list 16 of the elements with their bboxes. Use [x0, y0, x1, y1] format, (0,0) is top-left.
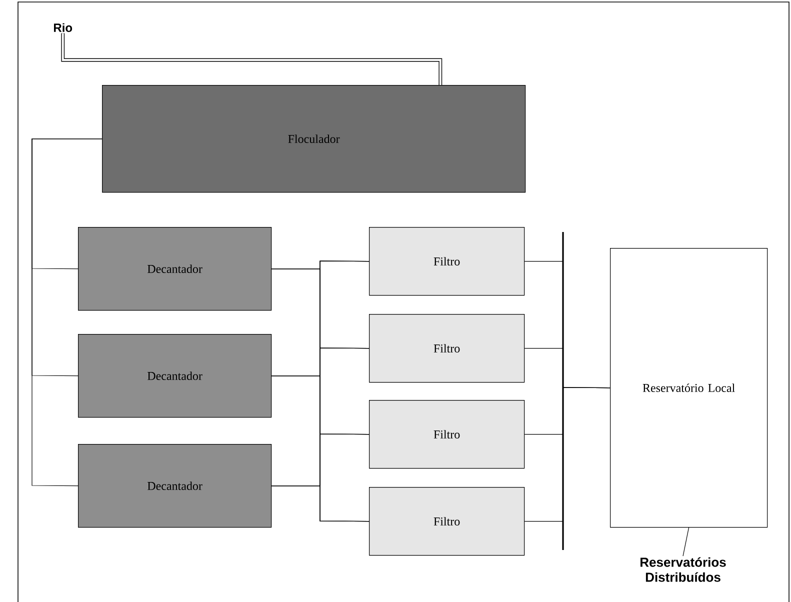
process-box: Decantador — [78, 227, 272, 311]
connector-line — [682, 527, 690, 556]
connector-line — [61, 33, 442, 85]
text-label: Rio — [54, 23, 72, 32]
process-box: Decantador — [78, 444, 272, 528]
process-box: Filtro — [369, 400, 525, 469]
reservoir-box: Reservatório Local — [610, 248, 768, 528]
process-box: Filtro — [369, 487, 525, 556]
connector-line — [32, 138, 102, 486]
process-box: Decantador — [78, 334, 272, 418]
process-box: Filtro — [369, 227, 525, 296]
text-label: Reservatórios Distribuídos — [640, 557, 726, 582]
connector-line — [271, 486, 370, 522]
process-box: Filtro — [369, 314, 525, 383]
connector-line — [524, 387, 610, 522]
process-box: Floculador — [102, 85, 526, 193]
